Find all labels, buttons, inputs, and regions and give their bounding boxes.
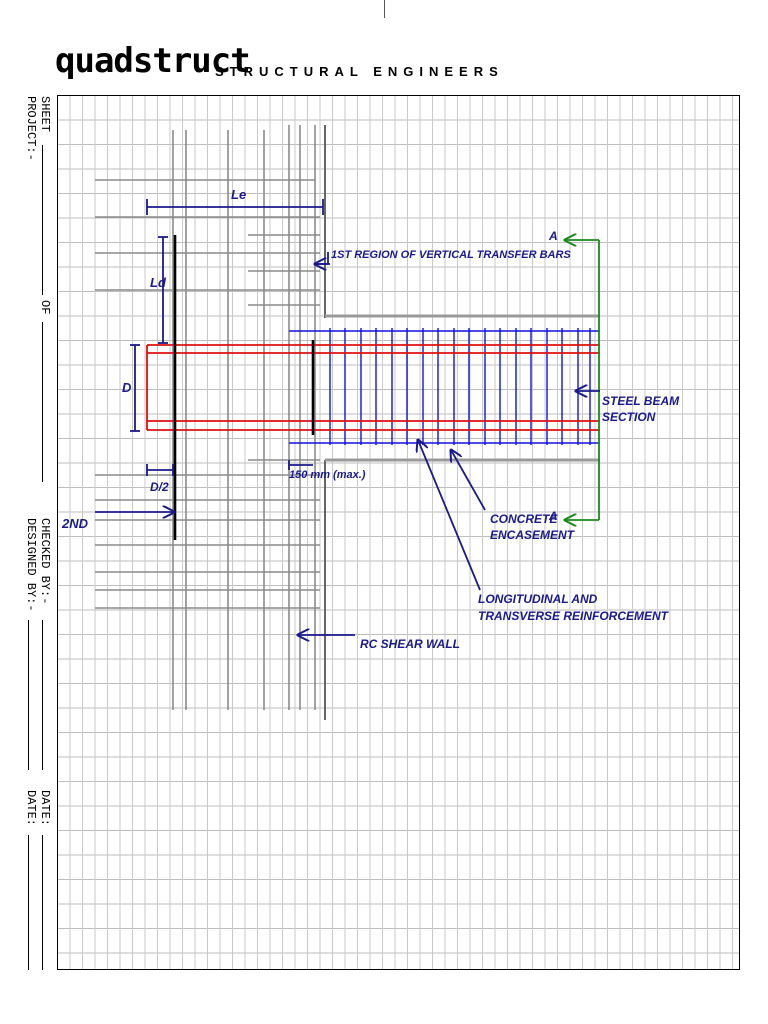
of-label: OF xyxy=(38,300,52,315)
section-marker xyxy=(565,240,600,520)
concrete-label-1: CONCRETE xyxy=(490,512,558,526)
project-label: PROJECT:- xyxy=(24,96,38,161)
reinforcement-label-1: LONGITUDINAL AND xyxy=(478,592,598,606)
section-a-bottom-label: A xyxy=(548,509,558,523)
wall-horizontal-bars xyxy=(95,179,320,609)
designed-field-line xyxy=(28,620,29,770)
le-label: Le xyxy=(231,187,246,202)
longitudinal-reinforcement xyxy=(289,330,600,444)
sheet-field-line xyxy=(42,145,43,295)
ld-label: Ld xyxy=(150,275,167,290)
steel-beam-label-2: SECTION xyxy=(602,410,656,424)
second-region-label: 2ND xyxy=(61,516,89,531)
d2-label: D/2 xyxy=(150,480,169,494)
leader-arrows xyxy=(95,252,600,635)
date-field-line-1 xyxy=(28,835,29,970)
date-label-1: DATE: xyxy=(24,790,38,827)
company-logo: quadstruct xyxy=(55,41,251,81)
d-label: D xyxy=(122,380,132,395)
dimension-lines xyxy=(130,199,324,476)
section-a-top-label: A xyxy=(548,229,558,243)
sheet-label: SHEET xyxy=(38,96,52,133)
steel-beam-outline xyxy=(146,344,600,431)
first-region-label: 1ST REGION OF VERTICAL TRANSFER BARS xyxy=(331,249,571,261)
concrete-label-2: ENCASEMENT xyxy=(490,528,576,542)
reinforcement-label-2: TRANSVERSE REINFORCEMENT xyxy=(478,609,670,623)
date-label-2: DATE: xyxy=(38,790,52,827)
transverse-stirrups xyxy=(329,328,591,445)
dim-150-label: 150 mm (max.) xyxy=(289,469,366,481)
encasement-grey-lines xyxy=(325,314,600,462)
wall-vertical-bars xyxy=(172,125,316,710)
rc-shear-wall-label: RC SHEAR WALL xyxy=(360,637,460,651)
of-field-line xyxy=(42,322,43,482)
grid-sheet xyxy=(57,95,740,970)
company-tagline: STRUCTURAL ENGINEERS xyxy=(215,64,504,79)
transfer-bars xyxy=(173,235,315,540)
designed-by-label: DESIGNED BY:- xyxy=(24,518,38,612)
top-center-tick xyxy=(384,0,385,18)
date-field-line-2 xyxy=(42,835,43,970)
steel-beam-label-1: STEEL BEAM xyxy=(602,394,680,408)
checked-field-line xyxy=(42,620,43,770)
checked-by-label: CHECKED BY:- xyxy=(38,518,52,605)
